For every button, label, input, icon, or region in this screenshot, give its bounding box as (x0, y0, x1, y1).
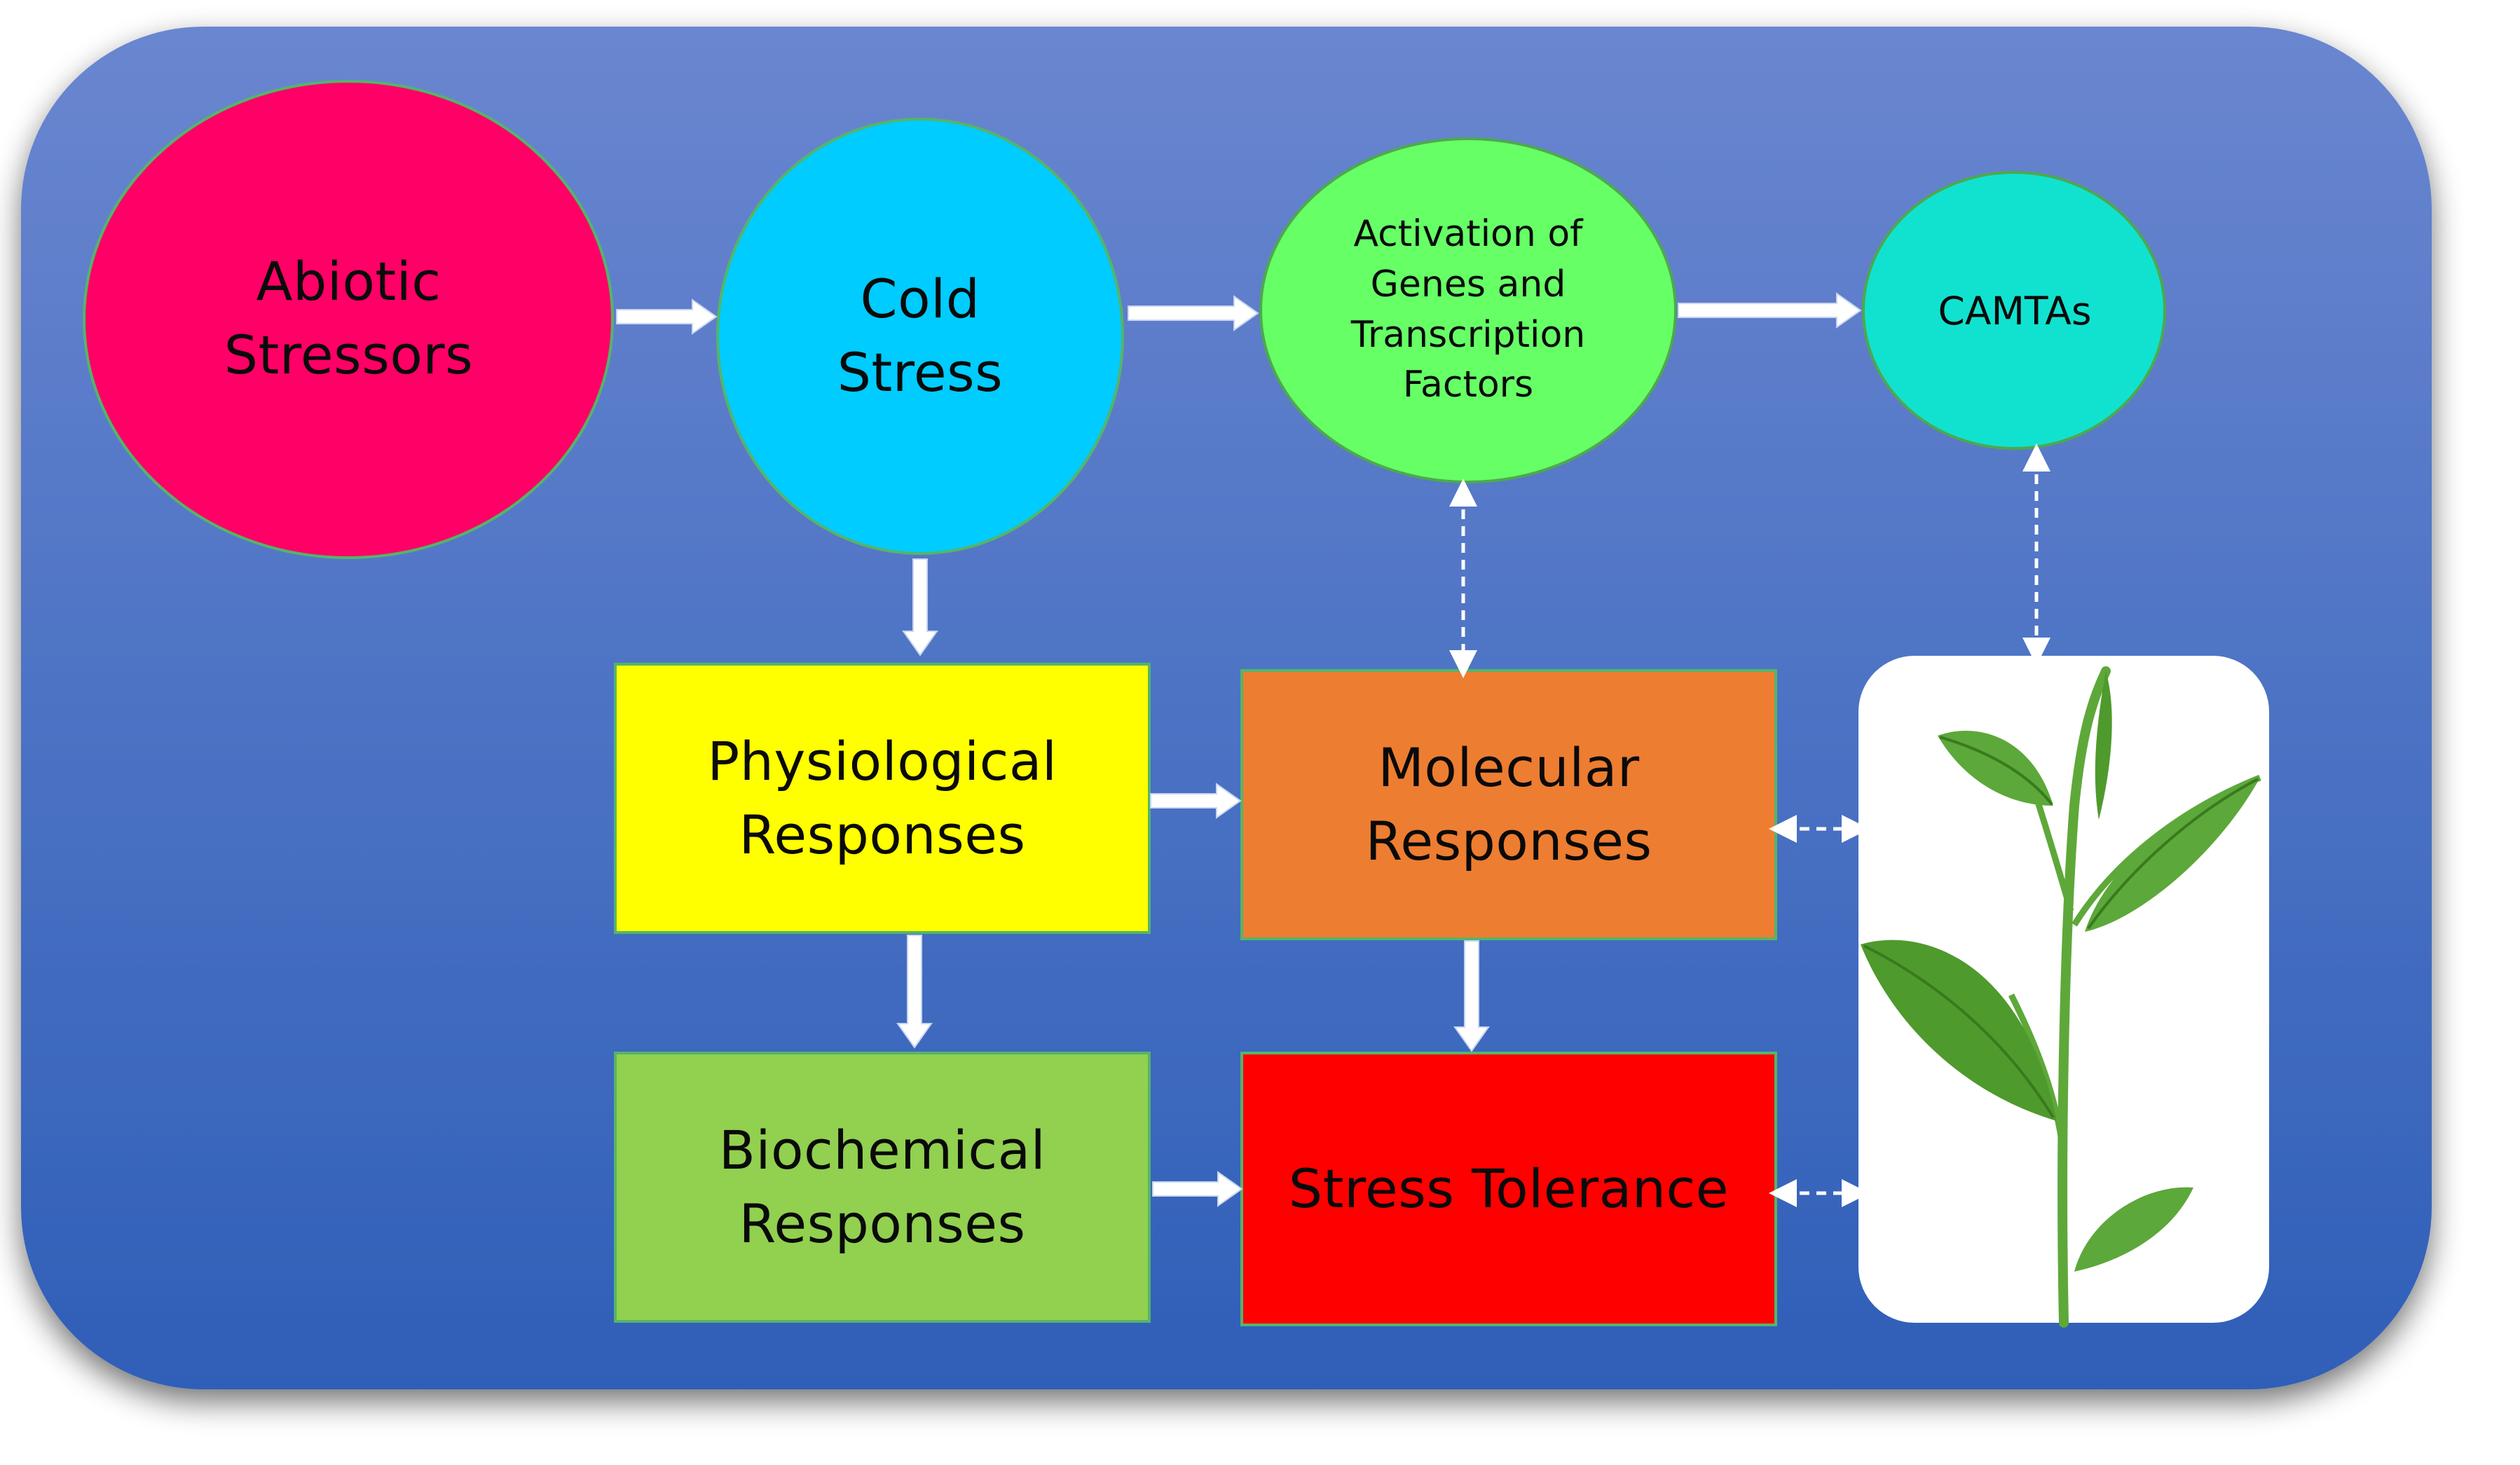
tea-plant-image (1861, 666, 2261, 1328)
arrow-biochemical-to-tolerance (1152, 1171, 1243, 1207)
arrow-abiotic-to-cold (616, 298, 718, 335)
arrow-cold-to-physiological (902, 558, 938, 656)
activation-genes-node (1259, 137, 1677, 483)
stress-tolerance-node (1240, 1052, 1777, 1326)
camtas-node (1862, 171, 2166, 450)
cold-stress-node (716, 118, 1124, 555)
dashed-connectors (1449, 443, 2050, 1207)
biochemical-responses-node (614, 1052, 1151, 1323)
molecular-responses-node (1240, 669, 1777, 940)
arrow-physiological-to-biochemical (896, 935, 933, 1049)
arrow-activation-to-camtas (1678, 292, 1862, 329)
arrow-cold-to-activation (1128, 295, 1259, 331)
background-panel (21, 27, 2432, 1389)
arrow-molecular-to-tolerance (1453, 940, 1490, 1052)
arrow-physiological-to-molecular (1150, 783, 1242, 819)
physiological-responses-node (614, 663, 1151, 934)
abiotic-stressors-node (83, 80, 614, 559)
